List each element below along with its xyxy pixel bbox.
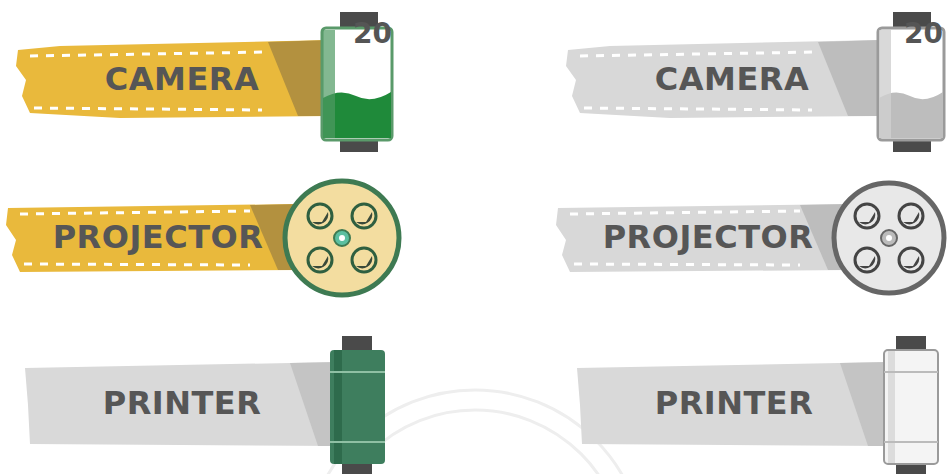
film-band: PROJECTOR — [595, 216, 822, 259]
film-strip — [6, 204, 300, 272]
film-canister — [322, 12, 392, 152]
band-label: CAMERA — [655, 62, 809, 97]
film-reel — [285, 181, 399, 295]
film-strip — [16, 40, 330, 118]
band-label: CAMERA — [105, 62, 259, 97]
paper-roll — [330, 336, 385, 474]
paper-roll — [884, 336, 938, 474]
film-band: PRINTER — [95, 382, 270, 425]
film-band: PROJECTOR — [45, 216, 272, 259]
film-strip — [566, 40, 880, 118]
film-strip — [556, 204, 850, 272]
canister-number: 20 — [353, 20, 392, 48]
film-band: CAMERA — [97, 58, 267, 101]
film-band: PRINTER — [647, 382, 822, 425]
film-canister — [878, 12, 944, 152]
band-label: PRINTER — [103, 386, 262, 421]
band-label: PROJECTOR — [603, 220, 814, 255]
film-reel — [834, 183, 944, 293]
band-label: PRINTER — [655, 386, 814, 421]
paper-strip — [577, 362, 890, 446]
film-band: CAMERA — [647, 58, 817, 101]
paper-strip — [25, 362, 340, 446]
canister-number: 20 — [904, 20, 943, 48]
band-label: PROJECTOR — [53, 220, 264, 255]
